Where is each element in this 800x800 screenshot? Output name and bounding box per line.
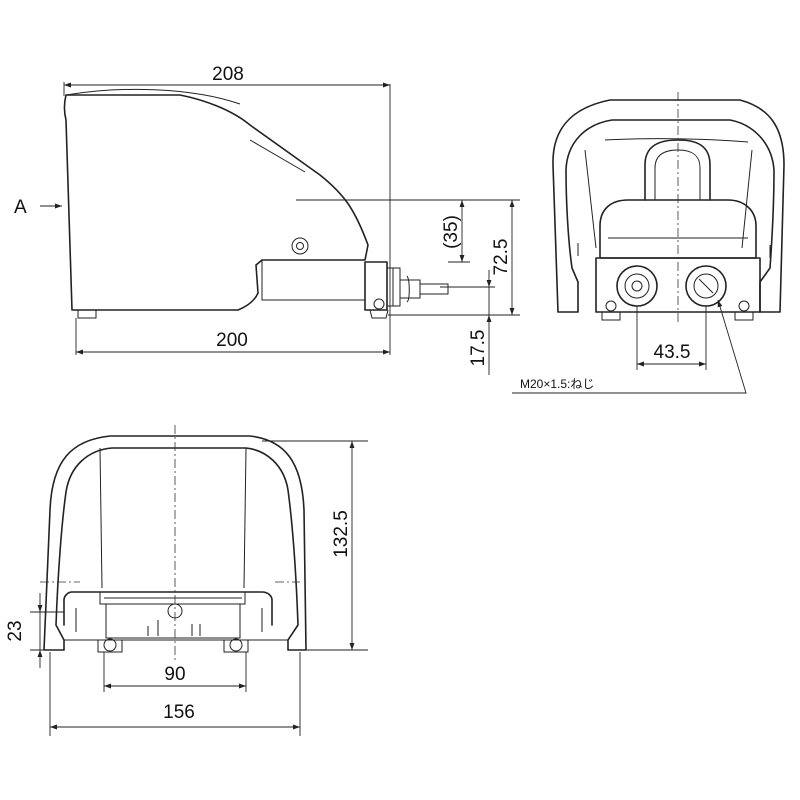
dim-132-5-label: 132.5 [331, 510, 352, 558]
dim-156-label: 156 [163, 702, 195, 723]
dim-72-5-label: 72.5 [491, 239, 512, 276]
dim-90-label: 90 [164, 664, 185, 685]
dim-23-label: 23 [5, 620, 26, 641]
dim-208-label: 208 [212, 64, 244, 85]
dim-35-label: (35) [441, 215, 462, 249]
view-a-label: A [14, 197, 27, 218]
dim-200-label: 200 [216, 330, 248, 351]
dim-43-5-label: 43.5 [654, 342, 691, 363]
side-view: 208 200 A 72.5 (35) 17.5 [14, 64, 520, 375]
front-view: 132.5 23 90 156 [5, 425, 368, 736]
rear-view: 43.5 M20×1.5:ねじ [512, 92, 785, 394]
thread-note-label: M20×1.5:ねじ [520, 377, 594, 391]
dim-17-5-label: 17.5 [468, 330, 489, 367]
